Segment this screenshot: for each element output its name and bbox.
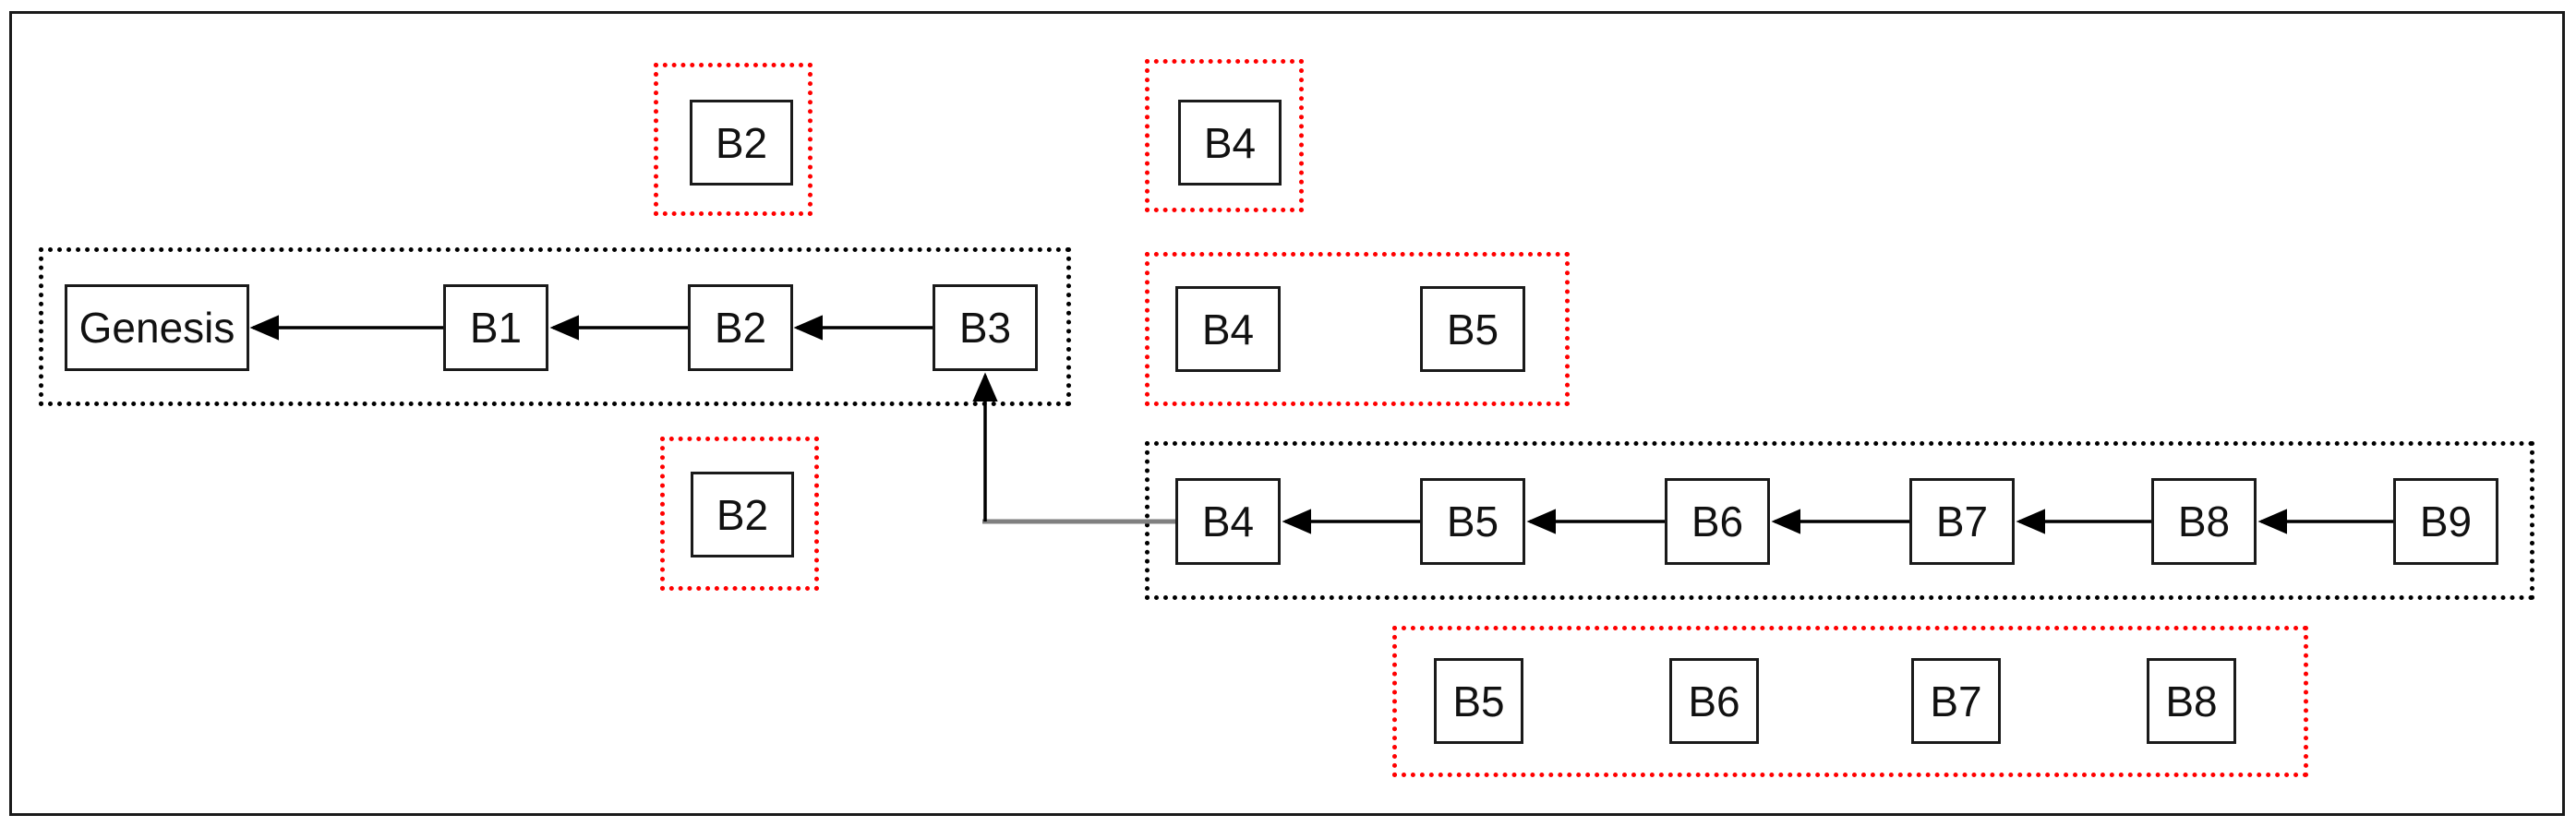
block-new-b9[interactable]: B9: [2393, 478, 2498, 565]
block-orphan-b4-b5-b5[interactable]: B5: [1420, 286, 1525, 372]
block-main-b3[interactable]: B3: [933, 284, 1038, 371]
group-new-chain: [1145, 441, 2534, 600]
block-new-b5[interactable]: B5: [1420, 478, 1525, 565]
block-new-b8[interactable]: B8: [2151, 478, 2257, 565]
block-orphan-b4-b5-b4[interactable]: B4: [1175, 286, 1281, 372]
block-orphan-b4-top-b4[interactable]: B4: [1178, 100, 1282, 186]
block-orphan-b2-top-b2[interactable]: B2: [690, 100, 793, 186]
diagram-outer-frame: [9, 11, 2565, 816]
block-new-b6[interactable]: B6: [1665, 478, 1770, 565]
block-new-b7[interactable]: B7: [1909, 478, 2015, 565]
block-orphan-b5-b8-b5[interactable]: B5: [1434, 658, 1523, 744]
block-main-genesis[interactable]: Genesis: [65, 284, 249, 371]
group-orphan-b2-bottom: [660, 437, 819, 591]
group-orphan-b4-b5: [1145, 252, 1570, 406]
group-orphan-b4-top: [1145, 59, 1304, 212]
group-main-chain: [39, 247, 1071, 406]
block-orphan-b5-b8-b7[interactable]: B7: [1911, 658, 2001, 744]
block-new-b4[interactable]: B4: [1175, 478, 1281, 565]
group-orphan-b2-top: [654, 63, 813, 216]
block-orphan-b5-b8-b6[interactable]: B6: [1669, 658, 1759, 744]
block-orphan-b2-bottom-b2[interactable]: B2: [691, 472, 794, 557]
block-main-b1[interactable]: B1: [443, 284, 548, 371]
block-main-b2[interactable]: B2: [688, 284, 793, 371]
block-orphan-b5-b8-b8[interactable]: B8: [2147, 658, 2236, 744]
group-orphan-b5-b8: [1392, 626, 2308, 777]
